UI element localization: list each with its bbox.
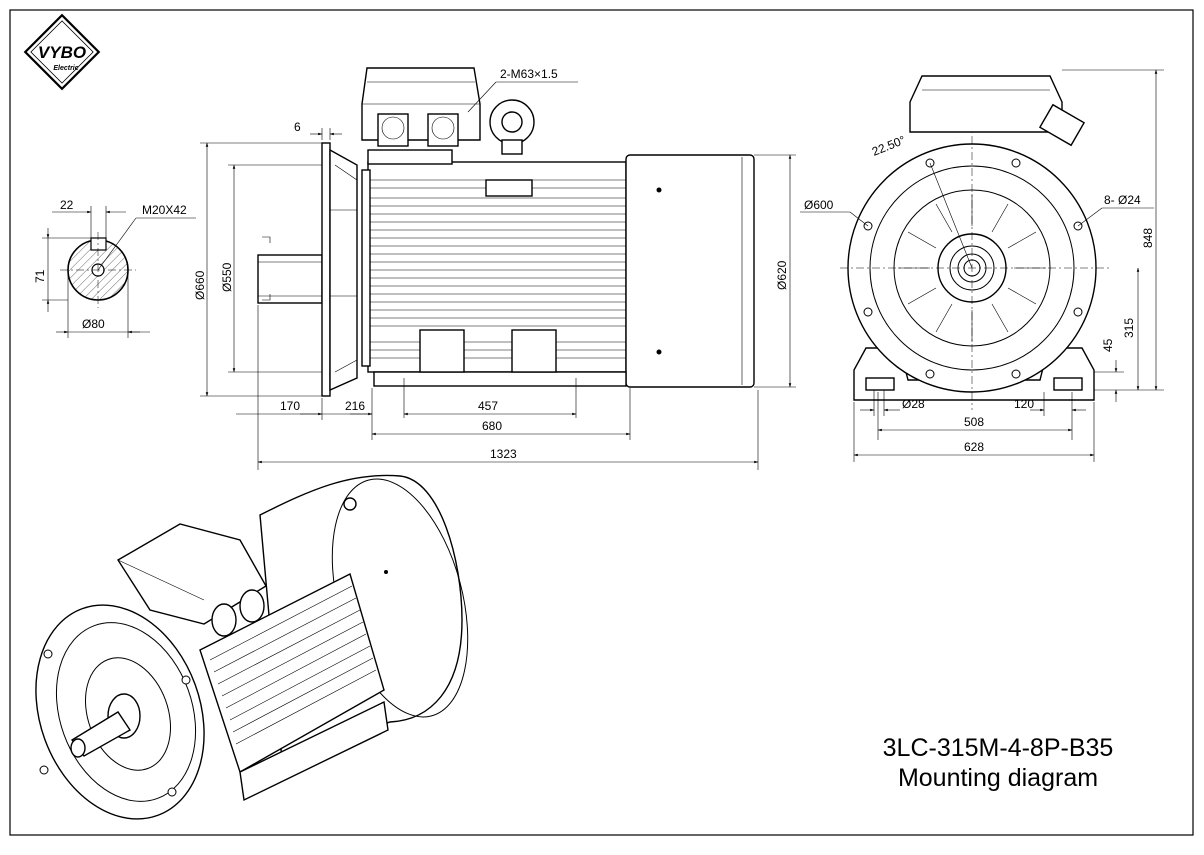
isometric-view [35,474,469,820]
dim-foot-width-small: 120 [1014,397,1034,411]
dim-shaft-extension: 170 [280,399,300,413]
title-model: 3LC-315M-4-8P-B35 [883,734,1114,762]
logo-text: VYBO [38,43,86,62]
dim-foot-thickness: 45 [1101,338,1115,352]
dim-foot-length: 680 [482,419,502,433]
dim-foot-hole-dia: Ø28 [902,397,925,411]
end-view: 22.50° Ø600 8- Ø24 848 315 45 Ø28 [800,69,1164,462]
dim-thread: M20X42 [142,203,187,217]
dim-body: Ø620 [775,260,789,290]
dim-overall-length: 1323 [490,447,517,461]
dim-bolt-angle: 22.50° [870,133,908,159]
dim-pcd: Ø600 [804,198,834,212]
dim-key-width: 22 [60,198,74,212]
dim-flange-to-foot: 216 [345,399,365,413]
dim-flange-thickness: 6 [294,120,301,134]
dim-height-total: 848 [1141,228,1155,248]
shaft-section-view: 22 M20X42 71 Ø80 [33,198,196,338]
dim-foot-spacing: 508 [964,415,984,429]
dim-flange-holes: 8- Ø24 [1104,193,1141,207]
dim-key-height: 71 [33,269,47,283]
dim-terminal-thread: 2-M63×1.5 [500,67,558,81]
dim-shaft-diameter: Ø80 [82,317,105,331]
dim-foot-overall: 628 [964,440,984,454]
logo-subtext: Electric [53,65,78,72]
brand-logo: VYBO Electric [23,13,101,91]
dim-foot-hole-spacing: 457 [478,399,498,413]
dim-flange-outer: Ø660 [193,270,207,300]
title-subtitle: Mounting diagram [898,764,1098,792]
sheet-border [9,9,1194,836]
side-view: 2-M63×1.5 6 Ø660 Ø550 Ø620 [193,67,796,470]
dim-shaft-height: 315 [1122,318,1136,338]
dim-spigot: Ø550 [220,262,234,292]
